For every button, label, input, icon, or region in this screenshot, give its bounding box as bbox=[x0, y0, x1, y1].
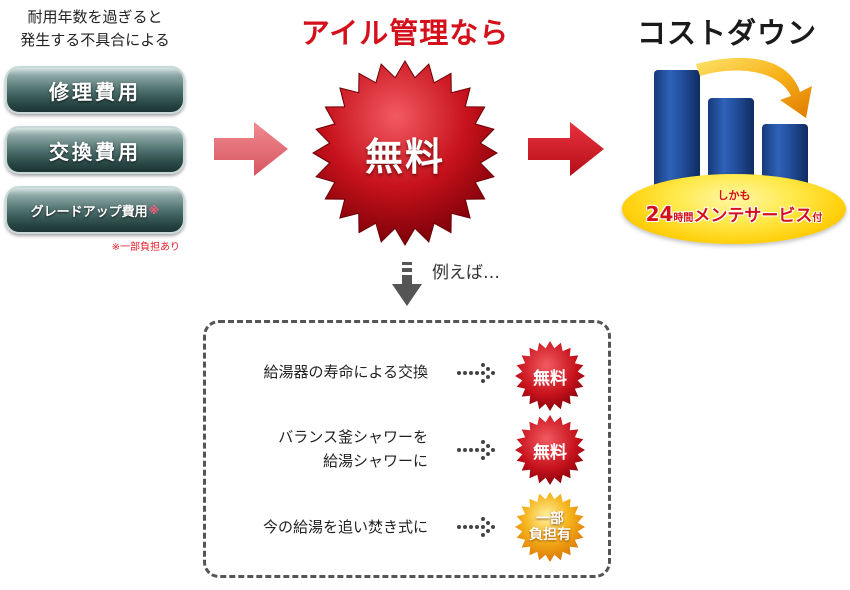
row-2-line-1: バランス釜シャワーを bbox=[278, 428, 428, 446]
row-2-line-2: 給湯シャワーに bbox=[322, 452, 428, 470]
replacement-cost-label: 交換費用 bbox=[49, 139, 141, 164]
replacement-cost-pill: 交換費用 bbox=[5, 126, 185, 174]
down-arrow-icon bbox=[392, 262, 422, 306]
row-1-label: 給湯器の寿命による交換 bbox=[263, 360, 428, 384]
example-label: 例えば… bbox=[432, 263, 500, 283]
row-3-badge-line-1: 一部 bbox=[536, 511, 564, 527]
note-mark: ※ bbox=[148, 203, 160, 217]
free-badge-icon bbox=[515, 341, 585, 411]
row-2-badge: 無料 bbox=[533, 442, 567, 463]
upgrade-cost-label: グレードアップ費用 bbox=[30, 204, 148, 220]
oval-sub-label: しかも bbox=[717, 188, 751, 202]
dotted-arrow-icon-2 bbox=[457, 440, 495, 460]
free-label: 無料 bbox=[364, 134, 445, 179]
starburst-icon bbox=[312, 60, 498, 246]
service-oval: しかも 24時間メンテサービス付 bbox=[622, 174, 846, 244]
right-arrow-icon-2 bbox=[528, 122, 604, 176]
intro-line-2: 発生する不具合による bbox=[20, 31, 170, 49]
cost-down-bars-icon bbox=[654, 57, 812, 192]
partial-burden-badge-icon bbox=[515, 492, 585, 562]
dotted-arrow-icon-3 bbox=[457, 517, 495, 537]
row-1-badge: 無料 bbox=[533, 368, 567, 389]
cost-down-title: コストダウン bbox=[636, 16, 817, 50]
oval-main-label: 24時間メンテサービス付 bbox=[646, 203, 823, 230]
row-3-badge: 一部 負担有 bbox=[514, 491, 586, 563]
free-badge-icon-2 bbox=[515, 415, 585, 485]
example-box bbox=[203, 320, 611, 578]
repair-cost-label: 修理費用 bbox=[49, 79, 141, 104]
partial-burden-note: ※一部負担あり bbox=[111, 242, 180, 253]
dotted-arrow-icon bbox=[457, 363, 495, 383]
right-arrow-icon bbox=[214, 122, 288, 176]
intro-line-1: 耐用年数を過ぎると bbox=[27, 8, 163, 26]
upgrade-cost-pill: グレードアップ費用※ bbox=[5, 186, 185, 234]
row-3-label: 今の給湯を追い焚き式に bbox=[263, 515, 428, 539]
oval-hours-unit: 時間 bbox=[673, 212, 694, 224]
intro-text: 耐用年数を過ぎると 発生する不具合による bbox=[0, 6, 190, 52]
row-1-line-1: 給湯器の寿命による交換 bbox=[263, 363, 428, 381]
row-3-badge-line-2: 負担有 bbox=[529, 527, 571, 543]
row-2-label: バランス釜シャワーを 給湯シャワーに bbox=[278, 425, 428, 473]
oval-service-text: メンテサービス bbox=[693, 205, 813, 226]
row-3-line-1: 今の給湯を追い焚き式に bbox=[262, 518, 428, 536]
oval-included-text: 付 bbox=[812, 212, 823, 224]
repair-cost-pill: 修理費用 bbox=[5, 66, 185, 114]
headline: アイル管理なら bbox=[300, 16, 510, 50]
oval-hours-number: 24 bbox=[645, 201, 674, 226]
